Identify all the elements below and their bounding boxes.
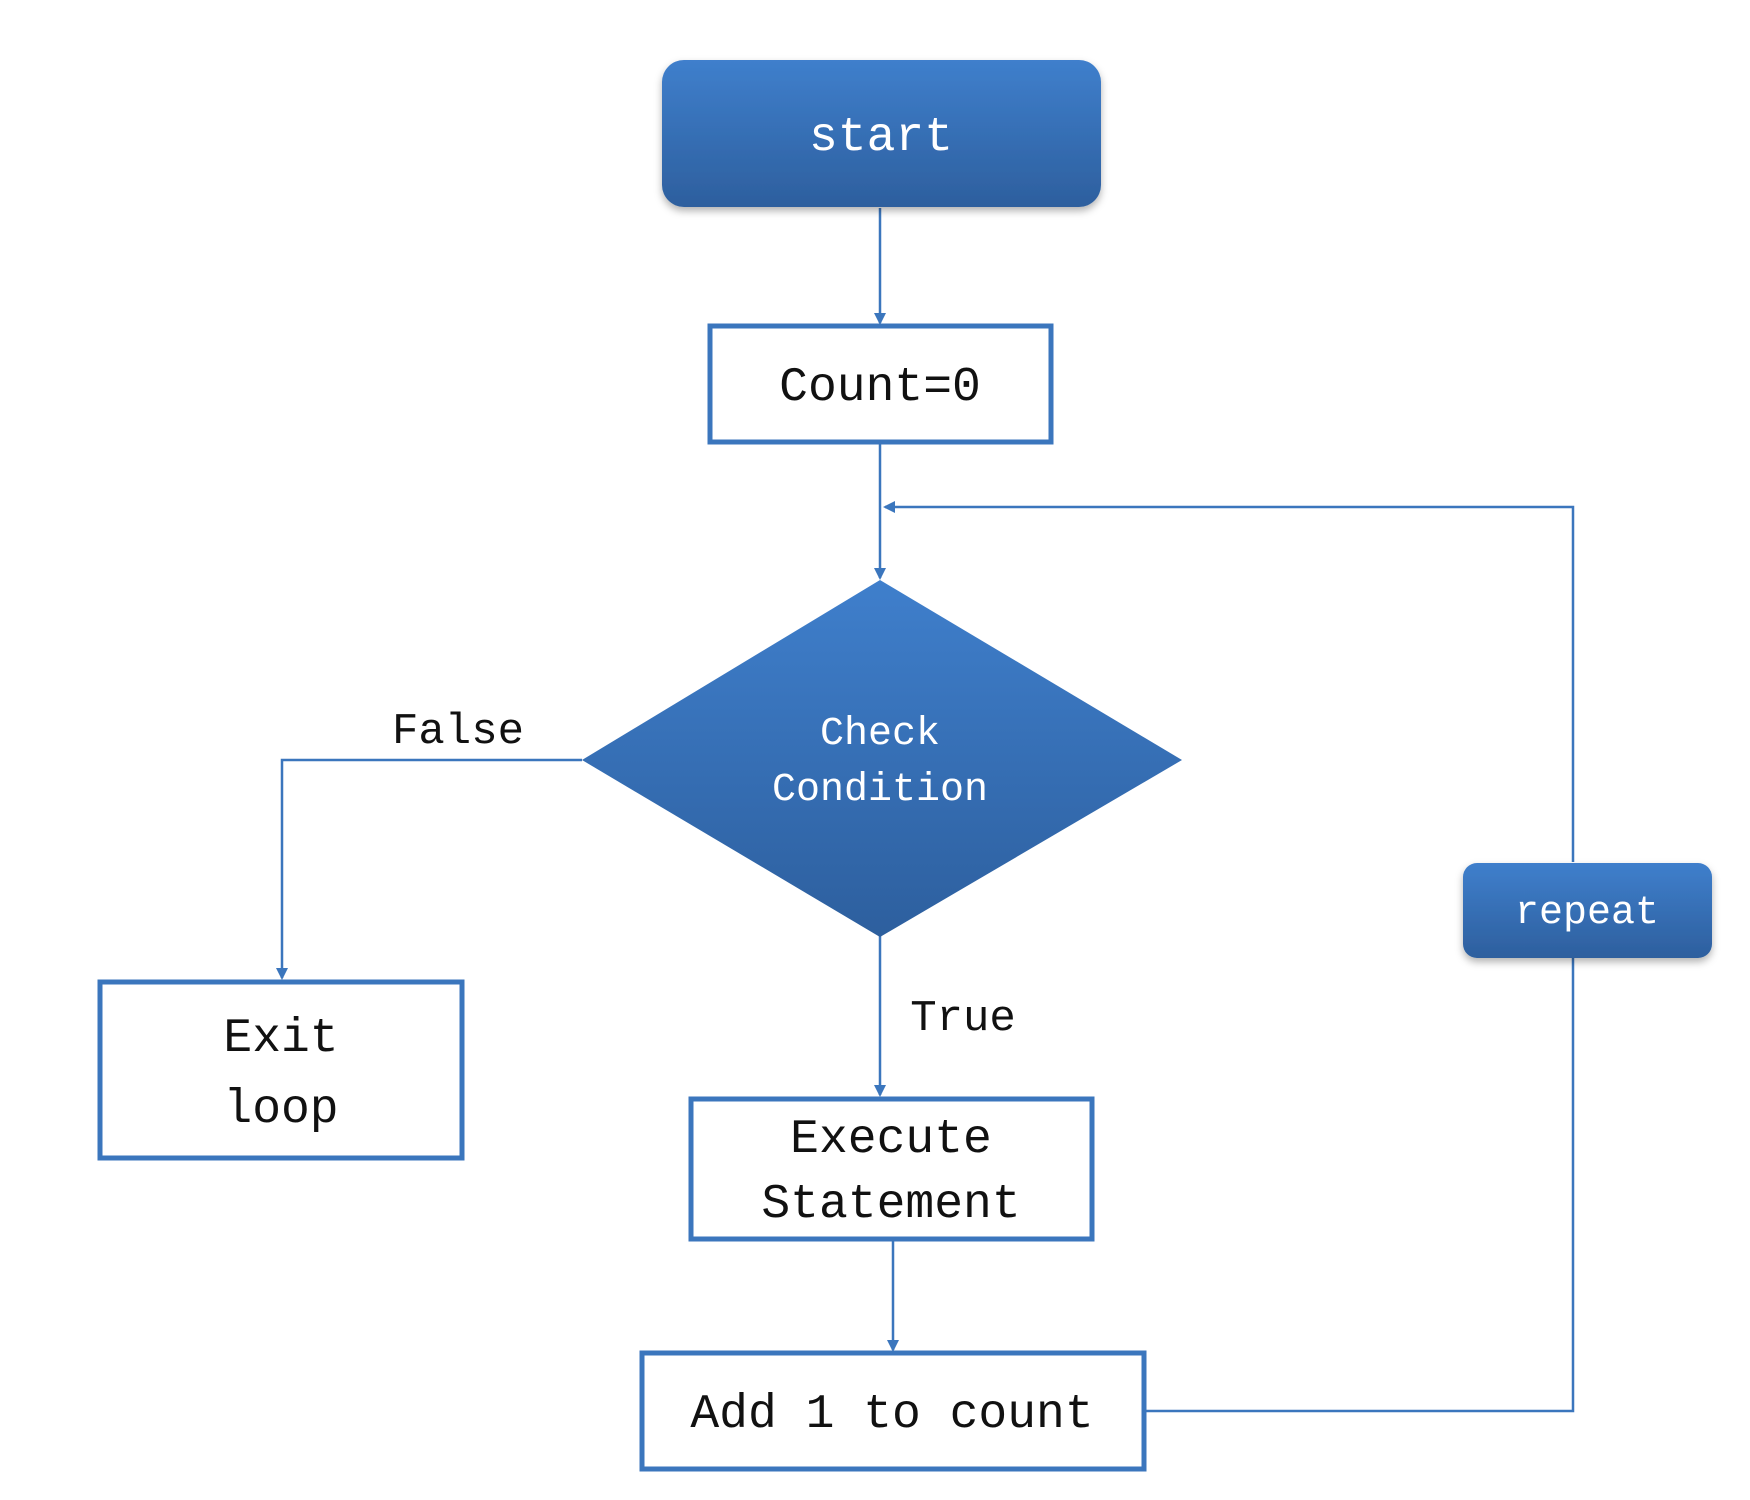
false-label: False: [392, 707, 524, 757]
repeat-node[interactable]: repeat: [1463, 863, 1712, 958]
execute-label-line-1: Execute: [790, 1113, 992, 1167]
edge-false-to-exit: [276, 758, 582, 980]
edge-repeat-loop-back: [883, 501, 1575, 862]
init-label: Count=0: [779, 361, 981, 415]
execute-node[interactable]: Execute Statement: [688, 1096, 1095, 1242]
edge-increment-to-repeat: [1144, 958, 1575, 1413]
condition-label-line-2: Condition: [772, 768, 988, 813]
increment-label: Add 1 to count: [690, 1388, 1093, 1442]
start-label: start: [809, 111, 953, 165]
exit-label-line-2: loop: [223, 1083, 338, 1137]
exit-node[interactable]: Exit loop: [97, 979, 465, 1161]
repeat-label: repeat: [1515, 891, 1659, 936]
init-node[interactable]: Count=0: [707, 323, 1054, 445]
execute-label-line-2: Statement: [761, 1178, 1020, 1232]
condition-node[interactable]: Check Condition: [582, 580, 1182, 937]
exit-label-line-1: Exit: [223, 1012, 338, 1066]
start-node[interactable]: start: [662, 60, 1101, 207]
true-label: True: [910, 994, 1016, 1044]
increment-node[interactable]: Add 1 to count: [639, 1350, 1147, 1472]
condition-label-line-1: Check: [820, 712, 940, 757]
